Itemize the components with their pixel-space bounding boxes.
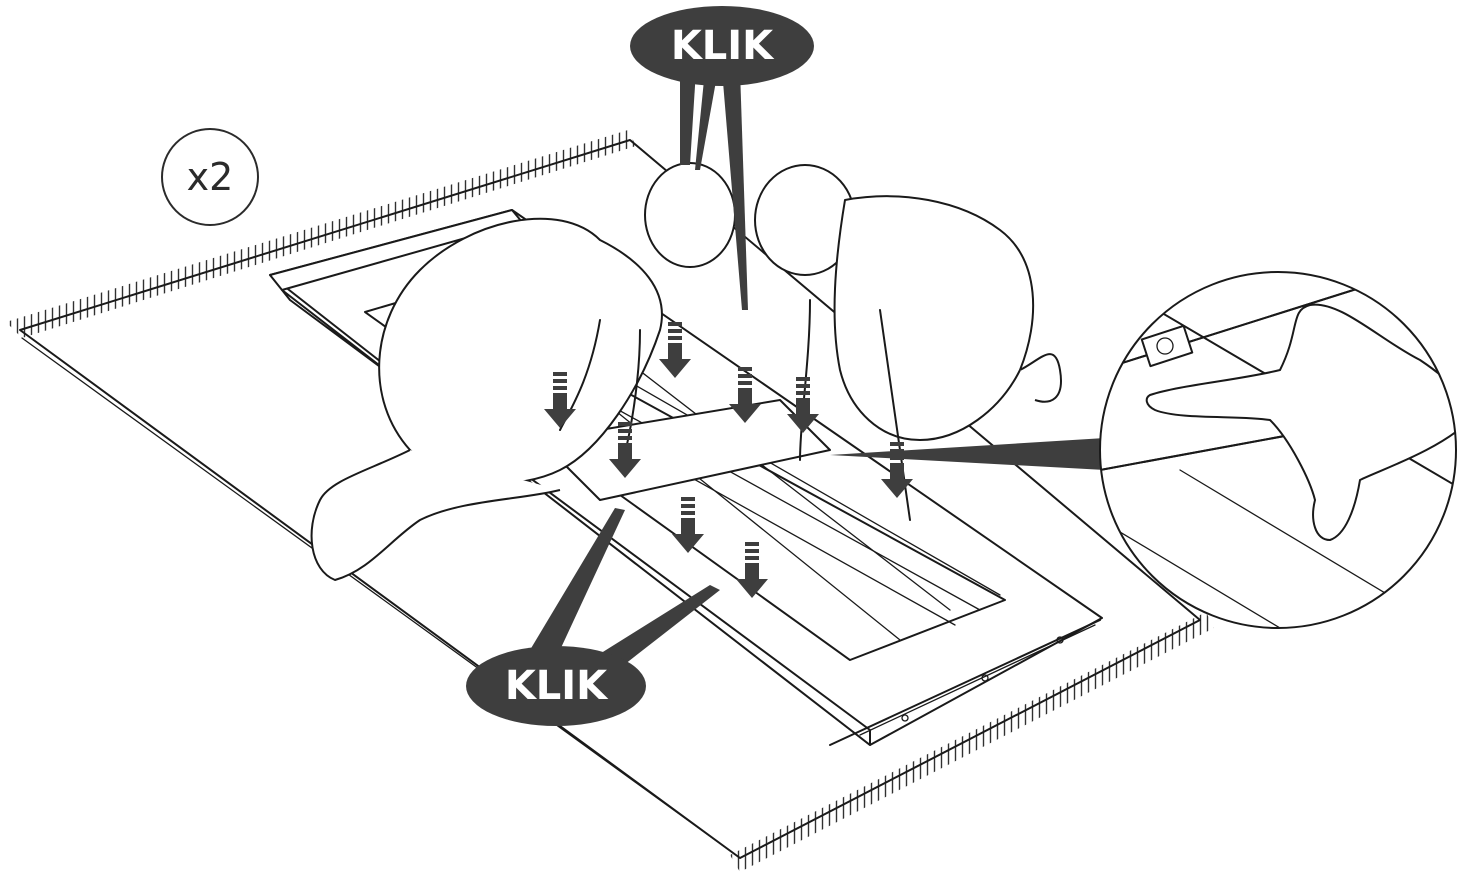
klik-label-top: KLIK [671,23,775,69]
quantity-badge: x2 [161,128,259,226]
person-left [310,162,736,581]
klik-callout-bottom: KLIK [466,508,720,726]
klik-callout-top: KLIK [630,6,814,310]
zoom-pointer [830,438,1105,470]
klik-label-bottom: KLIK [505,663,609,709]
quantity-label: x2 [187,155,234,199]
